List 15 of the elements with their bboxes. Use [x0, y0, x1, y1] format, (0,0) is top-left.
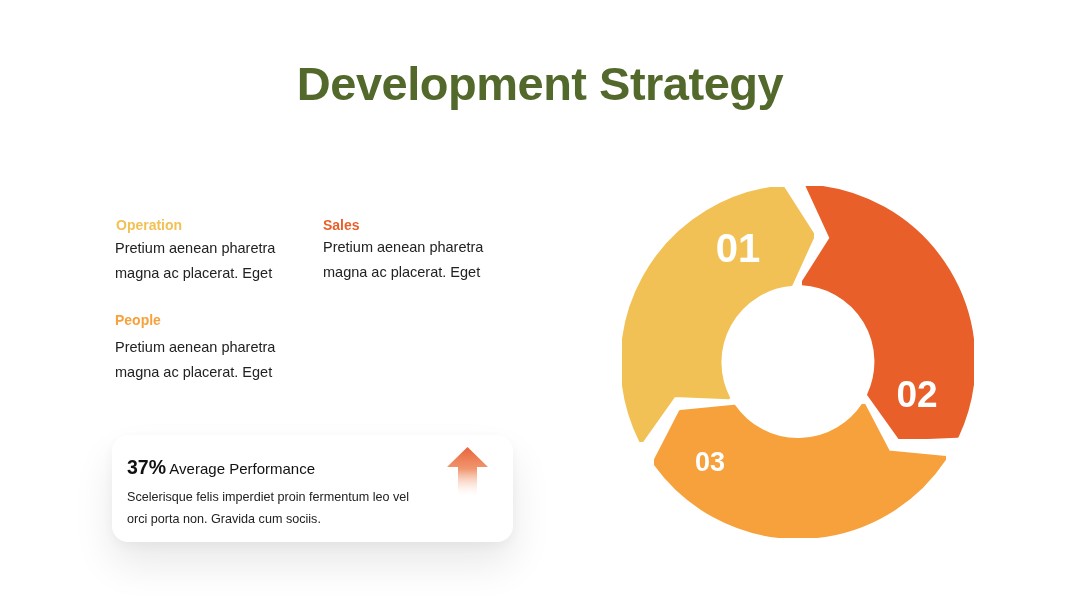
step-number: 01	[715, 228, 761, 268]
title: Development Strategy	[295, 56, 785, 112]
body-text: Pretium aenean pharetra magna ac placerat. Eget	[323, 238, 485, 282]
body-text: Pretium aenean pharetra magna ac placerat. Eget	[115, 239, 277, 283]
arrow-segment	[622, 186, 814, 442]
card-text: Scelerisque felis imperdiet proin fermentum leo vel orci porta non. Gravida cum sociis.	[127, 489, 411, 528]
info-card	[112, 435, 513, 542]
step-number: 02	[896, 375, 938, 413]
body-text: Pretium aenean pharetra magna ac placerat. Eget	[115, 338, 277, 382]
arrow-segment	[802, 186, 974, 439]
step-number: 03	[694, 448, 725, 476]
section-heading: Sales	[323, 216, 361, 234]
stat-heading: 37% Average Performance	[127, 455, 315, 480]
section-heading: Operation	[116, 216, 184, 234]
section-heading: People	[115, 311, 162, 329]
